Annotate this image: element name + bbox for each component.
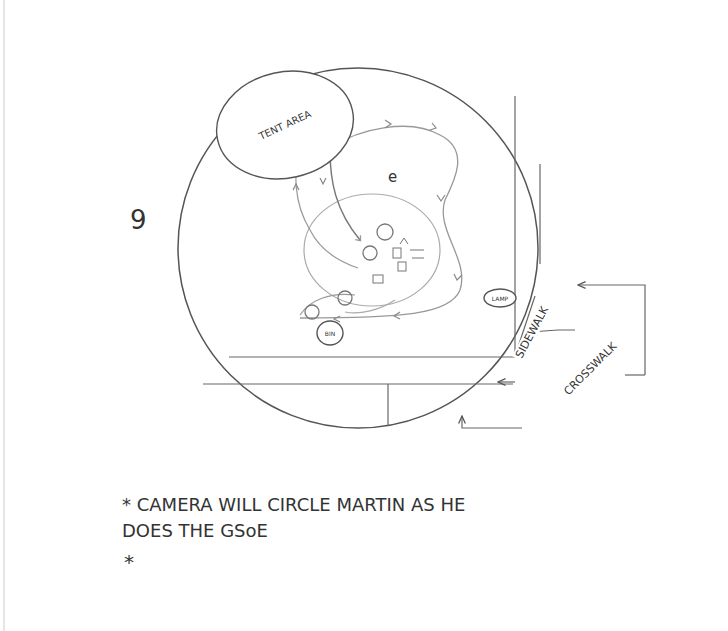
- prop-oval: LAMP: [483, 288, 517, 308]
- street-label: SIDEWALK: [512, 302, 552, 362]
- camera-note: * CAMERA WILL CIRCLE MARTIN AS HE DOES T…: [122, 492, 507, 544]
- street-label: CROSSWALK: [560, 338, 621, 399]
- note-bullet: *: [124, 550, 134, 574]
- scene-number: 9: [130, 205, 147, 235]
- mark-letter: e: [388, 168, 397, 186]
- area-ellipse: TENT AREA: [215, 71, 355, 179]
- prop-name: BIN: [325, 330, 335, 337]
- prop-oval: BIN: [316, 320, 344, 346]
- prop-name: LAMP: [492, 295, 508, 302]
